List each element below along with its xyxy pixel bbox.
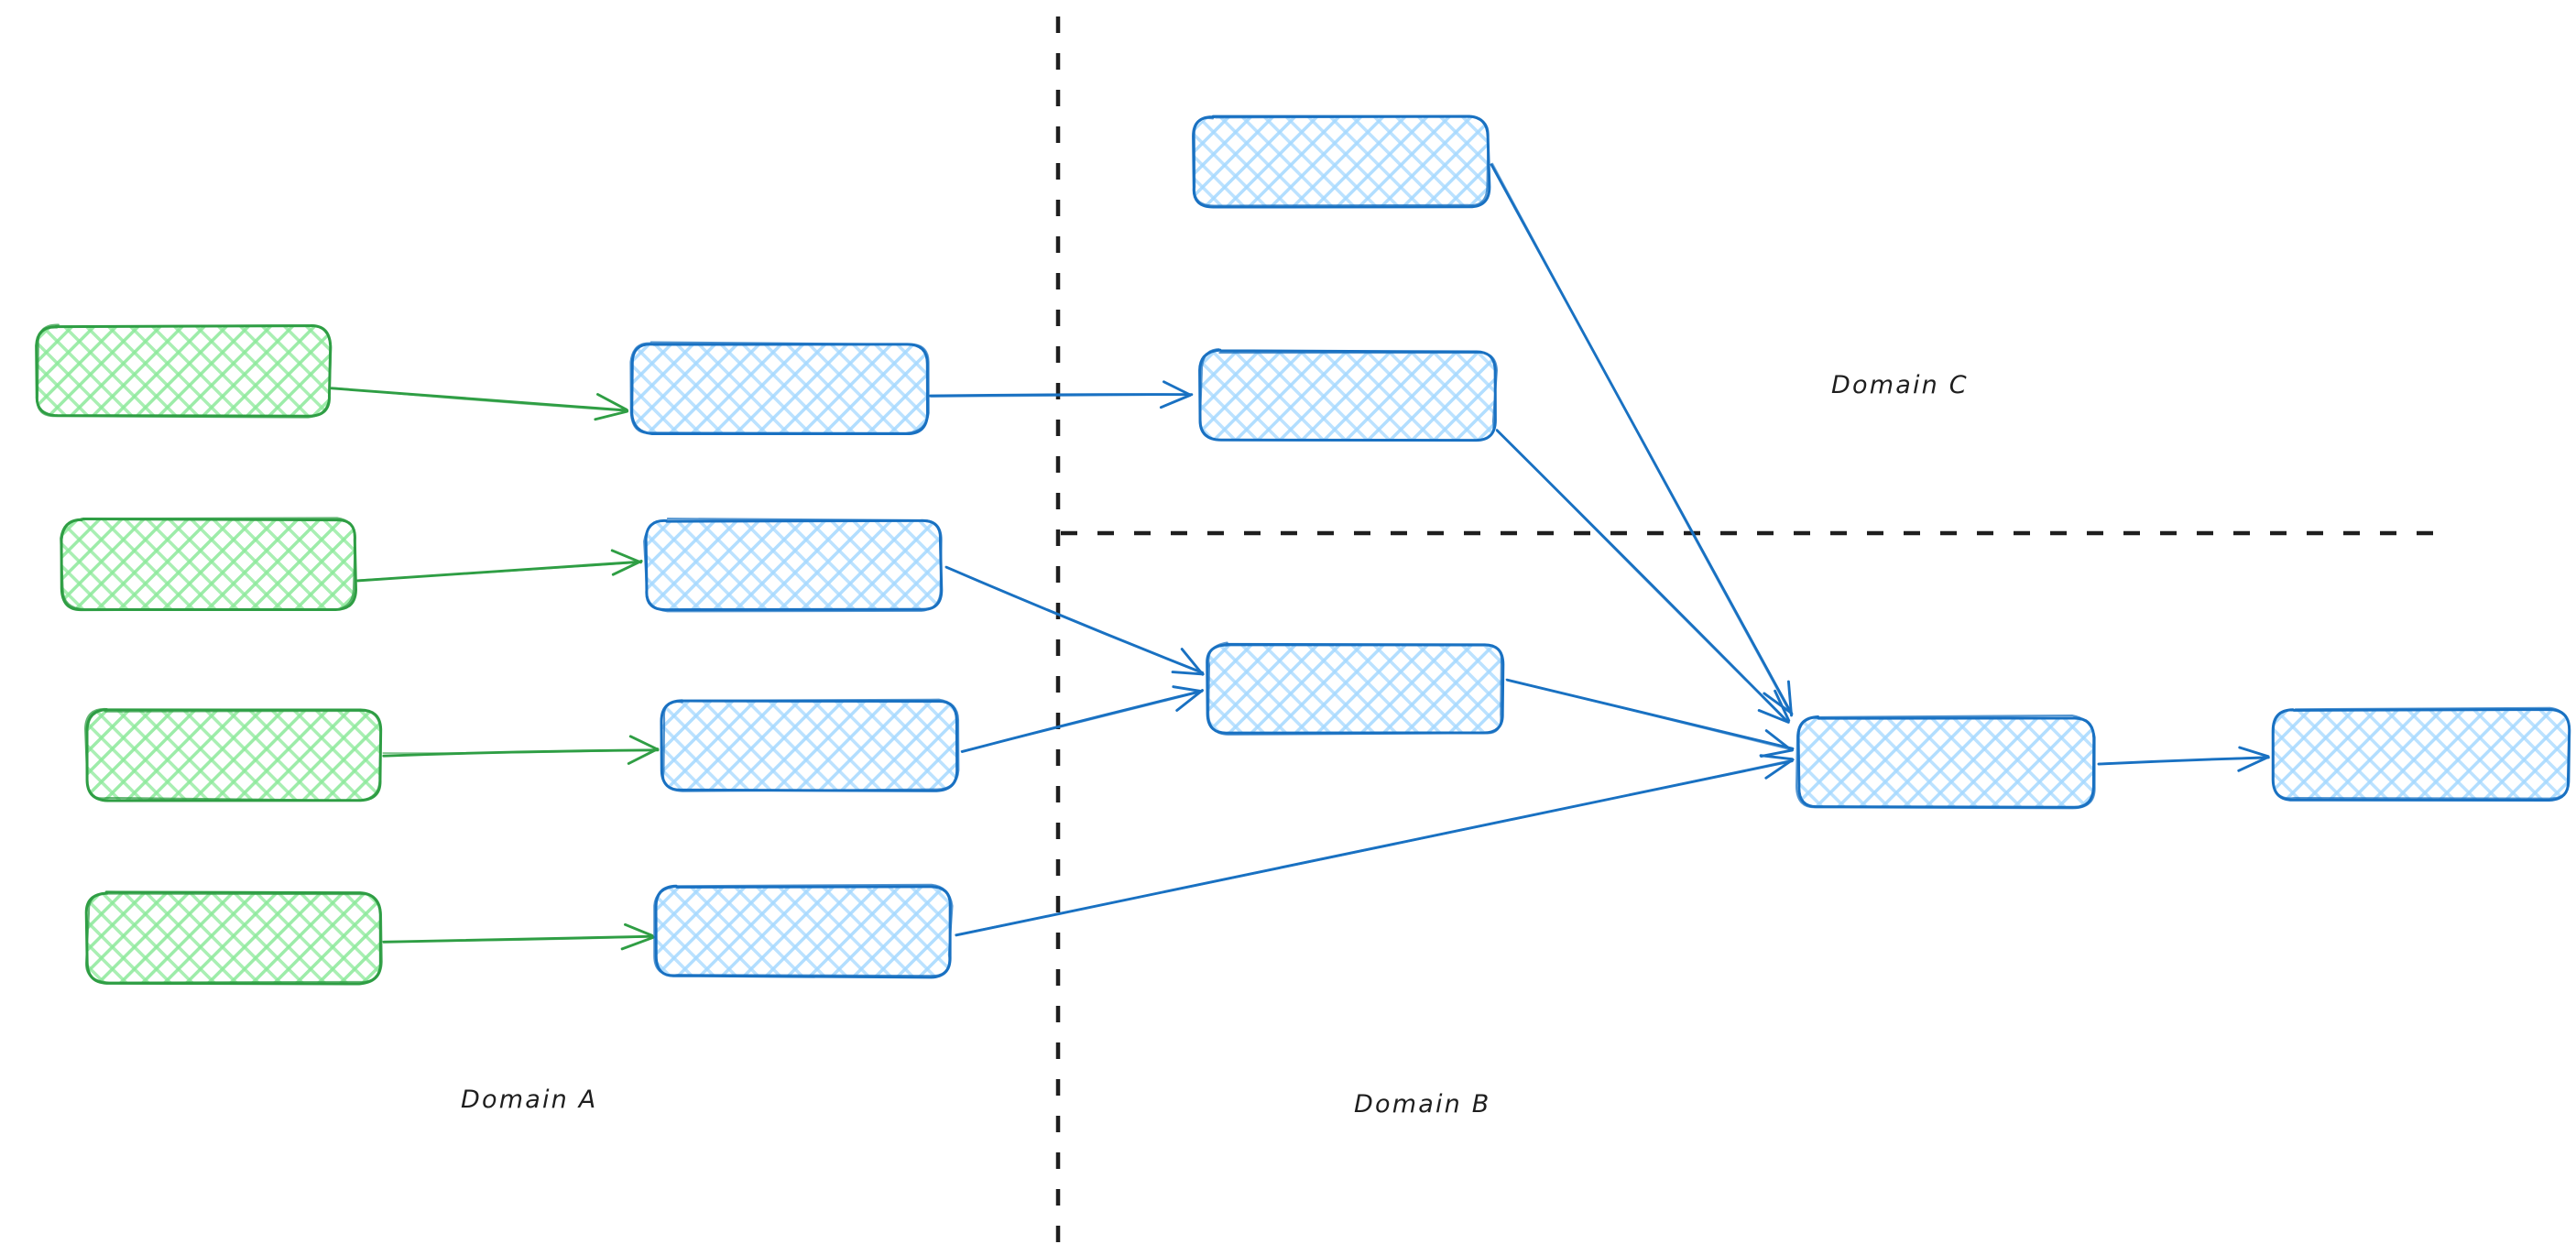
edge-e-b4-d1[interactable] [955,754,1795,937]
node-b2[interactable] [643,518,944,613]
node-outline [2272,706,2571,800]
edge-line [944,565,1204,675]
arrowhead-barb-2 [624,922,654,937]
node-fill [87,710,380,800]
node-outline [60,517,356,611]
node-outline [1207,641,1503,736]
edge-e-b2-c3[interactable] [944,565,1205,676]
edge-e-a4-b4[interactable] [381,922,655,951]
node-outline [36,323,333,419]
arrowhead-barb-2 [1162,380,1192,397]
edge-line [2098,755,2270,765]
node-fill [2274,710,2569,800]
edge-e-b1-c2[interactable] [928,380,1194,409]
arrowhead-barb-1 [611,559,643,576]
domain-label-b: Domain B [1354,1090,1491,1119]
arrowhead-barb-1 [1763,692,1794,715]
node-outline [1193,115,1490,207]
arrowhead-barb-2 [1172,685,1203,693]
arrowhead-barb-1 [1757,709,1790,724]
node-outline [661,698,960,792]
edge-line [1505,678,1793,751]
node-b4[interactable] [653,883,954,979]
node-fill [1207,644,1502,734]
node-fill [656,887,951,977]
node-fill [632,344,927,433]
arrowhead-barb-2 [1774,689,1791,723]
arrowhead-barb-2 [1180,648,1205,676]
node-layer [35,115,2571,986]
edge-e-b3-c3[interactable] [960,685,1204,753]
edge-line [355,562,642,582]
node-a4[interactable] [84,890,383,986]
arrowhead-barb-2 [2238,746,2270,758]
edge-e-c1-d1[interactable] [1490,162,1794,717]
arrowhead-barb-1 [1175,689,1204,712]
node-outline [653,883,954,977]
arrowhead-barb-2 [1786,680,1793,717]
node-fill [662,701,957,791]
node-outline [83,707,382,802]
node-fill [87,893,380,983]
edge-line [930,394,1192,398]
edge-line [381,935,654,943]
edge-e-c3-d1[interactable] [1505,678,1795,758]
edge-line [960,691,1203,752]
domain-label-c: Domain C [1831,371,1969,399]
edge-line [1495,428,1789,724]
arrowhead-barb-2 [1764,729,1794,752]
node-fill [37,326,330,416]
edge-layer [330,162,2270,951]
arrowhead-barb-1 [1159,393,1192,409]
arrowhead-barb-1 [2237,756,2269,772]
divider-layer [1055,16,2451,1242]
arrowhead-barb-1 [1760,748,1794,758]
edge-line [331,387,628,412]
node-d2[interactable] [2271,706,2571,802]
node-outline [1198,348,1499,442]
node-b3[interactable] [660,698,960,792]
node-b1[interactable] [629,341,930,436]
node-a2[interactable] [60,517,357,612]
node-outline [643,518,943,613]
edge-line [382,748,658,755]
node-outline [85,891,383,984]
node-a1[interactable] [35,323,333,419]
edge-e-a2-b2[interactable] [355,549,643,583]
arrowhead-barb-2 [628,735,660,751]
edge-e-a3-b3[interactable] [382,735,660,765]
node-a3[interactable] [83,707,383,802]
arrowhead-barb-1 [627,748,660,765]
node-fill [1798,717,2093,807]
arrowhead-barb-1 [620,935,655,951]
node-fill [62,519,355,609]
node-c1[interactable] [1192,115,1491,209]
arrowhead-barb-1 [1764,758,1795,780]
edge-e-d1-d2[interactable] [2097,746,2270,772]
edge-line [1491,162,1793,716]
edge-e-a1-b1[interactable] [330,387,629,421]
arrowhead-barb-1 [594,409,628,421]
node-c3[interactable] [1206,641,1505,736]
arrowhead-barb-1 [1171,671,1205,676]
node-outline [629,341,930,434]
edge-e-c2-d1[interactable] [1495,428,1791,724]
node-fill [1200,351,1495,441]
node-outline [1796,714,2096,810]
domain-label-a: Domain A [461,1086,598,1114]
node-d1[interactable] [1796,714,2096,810]
arrowhead-barb-2 [610,549,642,564]
node-fill [1194,117,1489,207]
node-c2[interactable] [1198,348,1499,442]
node-outline [660,699,959,792]
node-fill [646,520,941,610]
arrowhead-barb-2 [596,393,628,411]
edge-line [955,758,1795,936]
